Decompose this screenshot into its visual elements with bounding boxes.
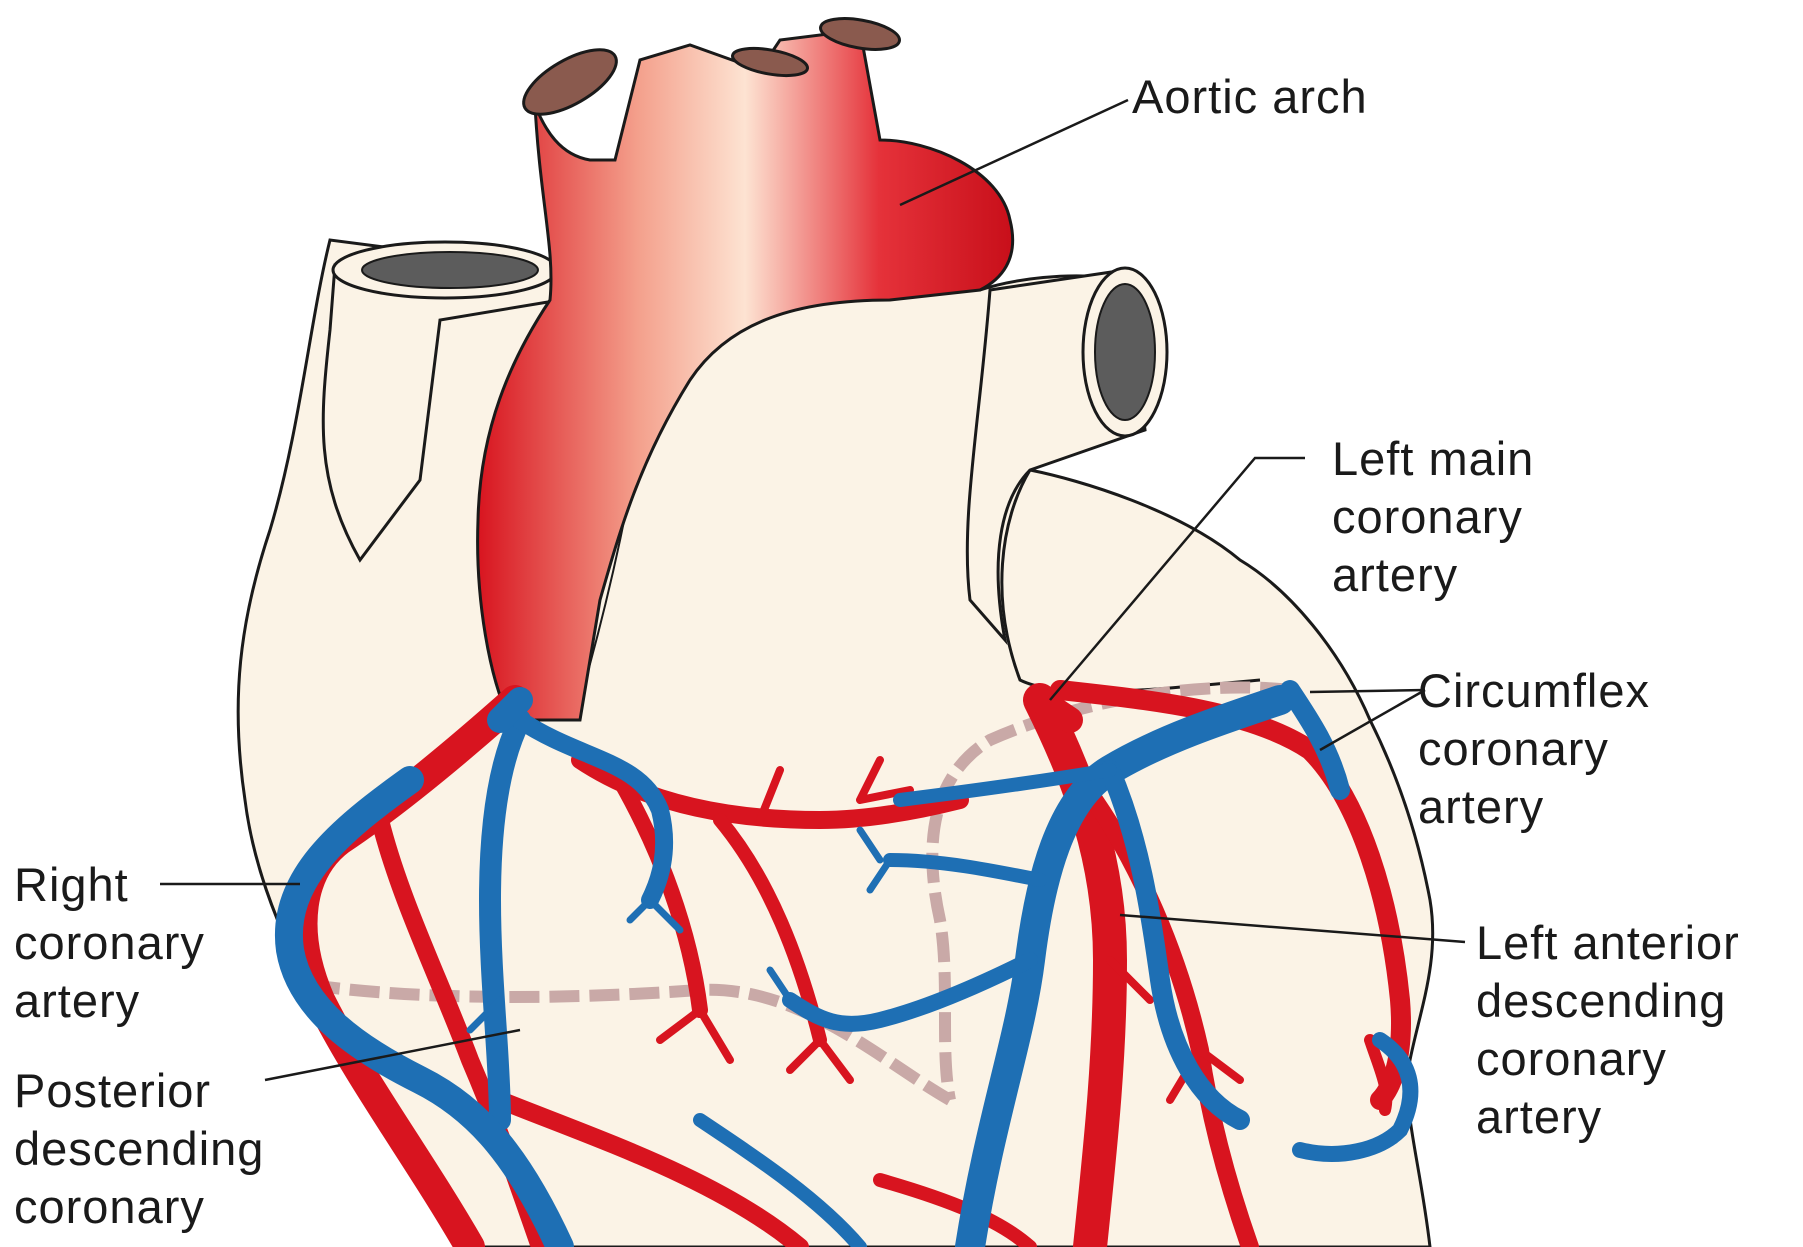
- brachiocephalic-opening: [514, 37, 626, 127]
- label-right-coronary-artery: Right coronary artery: [14, 856, 205, 1030]
- label-posterior-descending-coronary: Posterior descending coronary: [14, 1062, 264, 1236]
- label-left-main-coronary-artery: Left main coronary artery: [1332, 430, 1534, 604]
- label-left-anterior-descending-coronary-artery: Left anterior descending coronary artery: [1476, 914, 1740, 1146]
- label-aortic-arch: Aortic arch: [1132, 68, 1368, 126]
- label-circumflex-coronary-artery: Circumflex coronary artery: [1418, 662, 1650, 836]
